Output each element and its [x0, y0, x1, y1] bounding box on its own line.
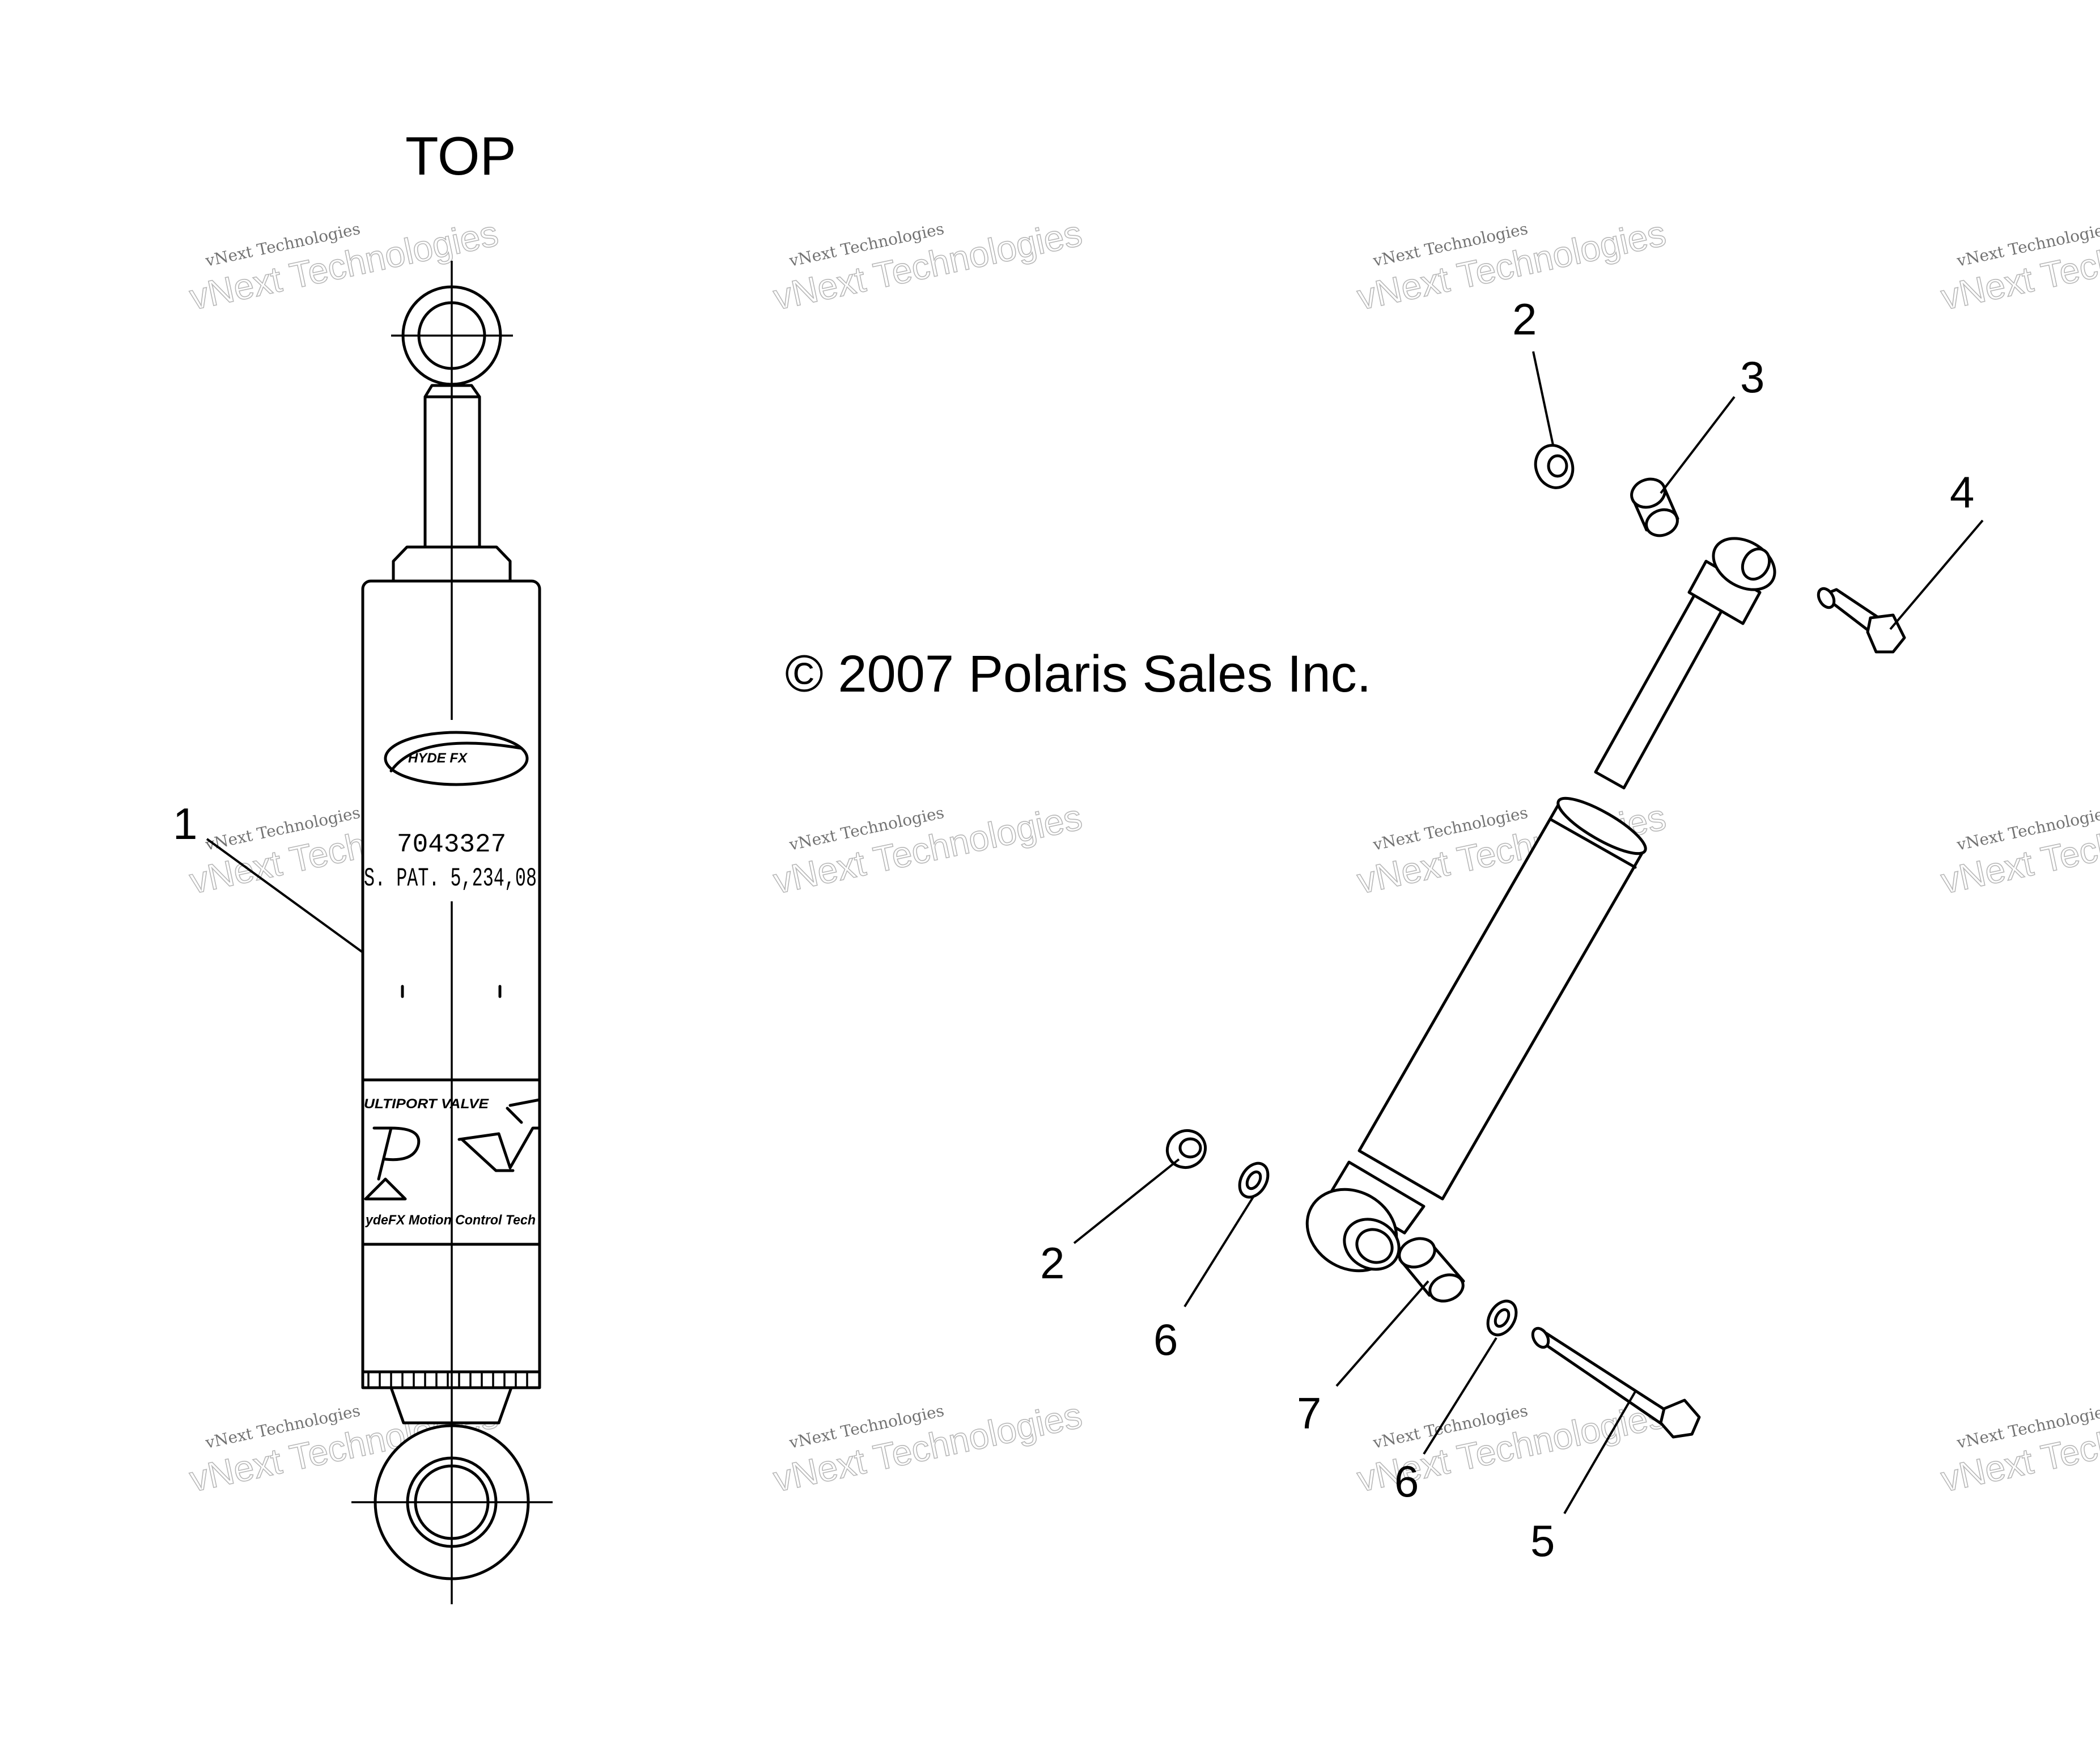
- watermark: vNext Technologies vNext Technologies: [1937, 212, 2100, 318]
- callouts: 1 2 3 4 2 6 7 6 5: [173, 294, 1974, 1566]
- bushing-bottom: [1398, 1237, 1465, 1303]
- iso-body-top: [1556, 796, 1647, 855]
- bolt-top: [1817, 587, 1906, 654]
- bolt-bottom: [1531, 1326, 1701, 1439]
- iso-top-mount-hole: [1741, 547, 1771, 581]
- leader-line: [1423, 1337, 1497, 1455]
- shock-absorber-isometric: [1305, 537, 1776, 1273]
- leader-line: [1660, 396, 1736, 494]
- watermark: vNext Technologies vNext Technologies: [770, 1394, 1086, 1500]
- brand-logo: HYDE FX: [384, 731, 529, 786]
- iso-bottom-neck: [1330, 1160, 1426, 1235]
- leader-line: [1889, 519, 1984, 630]
- callout-2-bottom: 2: [1040, 1238, 1064, 1288]
- valve-graphic: [506, 1098, 541, 1124]
- iso-shaft: [1594, 591, 1725, 790]
- callout-5: 5: [1530, 1516, 1555, 1566]
- valve-graphic: [372, 1126, 421, 1181]
- leader-line: [1532, 351, 1554, 446]
- part-number: 7043327: [397, 830, 506, 859]
- motion-text: ydeFX Motion Control Tech: [365, 1213, 536, 1228]
- callout-7: 7: [1297, 1388, 1321, 1438]
- watermark: vNext Technologies vNext Technologies: [770, 212, 1086, 318]
- leader-lines: [206, 351, 1984, 1515]
- leader-line: [1335, 1280, 1429, 1387]
- callout-4: 4: [1950, 467, 1974, 517]
- callout-6-right: 6: [1394, 1456, 1419, 1506]
- iso-body-line: [1549, 817, 1637, 869]
- watermark: vNext Technologies vNext Technologies: [770, 796, 1086, 902]
- leader-line: [206, 838, 364, 953]
- valve-text: ULTIPORT VALVE: [364, 1096, 489, 1112]
- watermark: vNext Technologies vNext Technologies: [1937, 796, 2100, 902]
- callout-2-top: 2: [1512, 294, 1537, 344]
- valve-graphic: [364, 1177, 407, 1201]
- callout-6-left: 6: [1153, 1315, 1178, 1364]
- svg-text:HYDE FX: HYDE FX: [408, 751, 468, 766]
- valve-graphic: [457, 1126, 541, 1172]
- callout-3: 3: [1740, 352, 1764, 402]
- leader-line: [1563, 1391, 1636, 1515]
- leader-line: [1073, 1158, 1180, 1244]
- watermark: vNext Technologies vNext Technologies: [1937, 1394, 2100, 1500]
- watermark: vNext Technologies vNext Technologies: [1354, 212, 1670, 318]
- iso-bottom-eye-inner: [1355, 1228, 1394, 1264]
- shock-absorber-front-view: HYDE FX 7043327 S. PAT. 5,234,08 ULTIPOR…: [351, 261, 553, 1604]
- callout-1: 1: [173, 799, 197, 849]
- top-label: TOP: [405, 126, 516, 187]
- bushing-top: [1630, 477, 1679, 537]
- nut-bottom: [1165, 1129, 1207, 1169]
- collar-ridges: [367, 1372, 528, 1388]
- washer-right: [1486, 1299, 1518, 1337]
- leader-line: [1183, 1195, 1255, 1308]
- patent-text: S. PAT. 5,234,08: [364, 864, 537, 893]
- washer-left: [1238, 1162, 1270, 1199]
- copyright-text: © 2007 Polaris Sales Inc.: [785, 645, 1371, 703]
- nut-top: [1534, 444, 1575, 489]
